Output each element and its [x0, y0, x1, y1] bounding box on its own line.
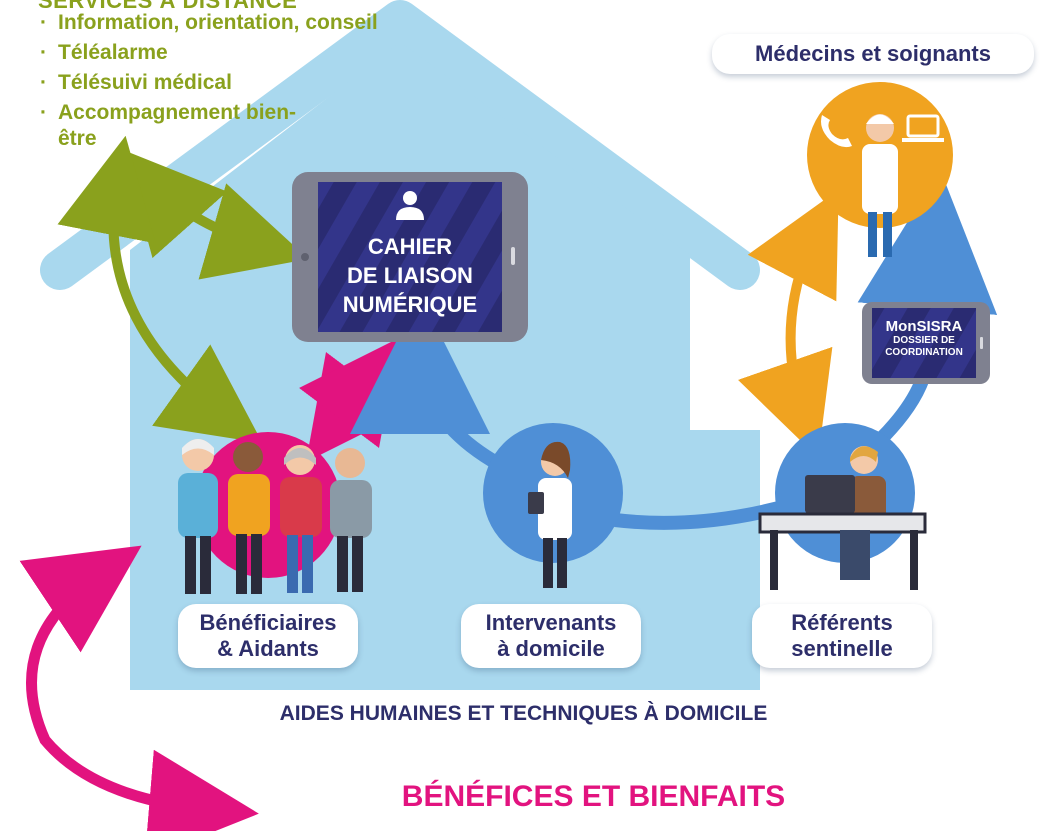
tablet-monsisra: [862, 302, 990, 384]
blue-arrow-intervenants-cahier: [350, 294, 504, 472]
doctor-figure: [862, 114, 898, 257]
user-icon: [396, 191, 424, 220]
people-group: [178, 439, 372, 594]
label-referents-text: Référents sentinelle: [791, 610, 893, 661]
phone-icon: [821, 115, 852, 148]
services-item: Téléalarme: [40, 38, 378, 68]
label-medecins-text: Médecins et soignants: [755, 41, 991, 66]
referent-figure: [758, 446, 927, 590]
label-referents: Référents sentinelle: [752, 604, 932, 668]
nurse-figure: [528, 441, 572, 588]
label-medecins: Médecins et soignants: [712, 34, 1034, 74]
services-list: Information, orientation, conseil Téléal…: [40, 8, 378, 152]
label-beneficiaires: Bénéficiaires & Aidants: [178, 604, 358, 668]
label-intervenants-text: Intervenants à domicile: [485, 610, 617, 661]
aides-title: AIDES HUMAINES ET TECHNIQUES À DOMICILE: [279, 702, 768, 725]
services-item: Accompagnement bien-être: [40, 100, 308, 152]
blue-connector-intervenants-referents: [614, 498, 792, 530]
green-arrow-services-beneficiaires: [57, 135, 263, 444]
cahier-label: CAHIER DE LIAISON NUMÉRIQUE: [342, 234, 478, 317]
pink-arrow-benefits: [19, 545, 259, 831]
services-item: Information, orientation, conseil: [40, 8, 378, 38]
laptop-icon: [902, 114, 944, 142]
services-item: Télésuivi médical: [40, 68, 378, 98]
monsisra-title: MonSISRA: [885, 318, 963, 335]
monsisra-subtitle: DOSSIER DE COORDINATION: [885, 335, 963, 358]
orange-arrow-medecins-referents: [738, 189, 839, 458]
benefits-title-wrap: BÉNÉFICES ET BIENFAITS: [0, 780, 1047, 814]
monsisra-label: MonSISRA DOSSIER DE COORDINATION: [872, 318, 976, 359]
benefits-title: BÉNÉFICES ET BIENFAITS: [401, 780, 786, 813]
label-intervenants: Intervenants à domicile: [461, 604, 641, 668]
label-beneficiaires-text: Bénéficiaires & Aidants: [199, 610, 337, 661]
